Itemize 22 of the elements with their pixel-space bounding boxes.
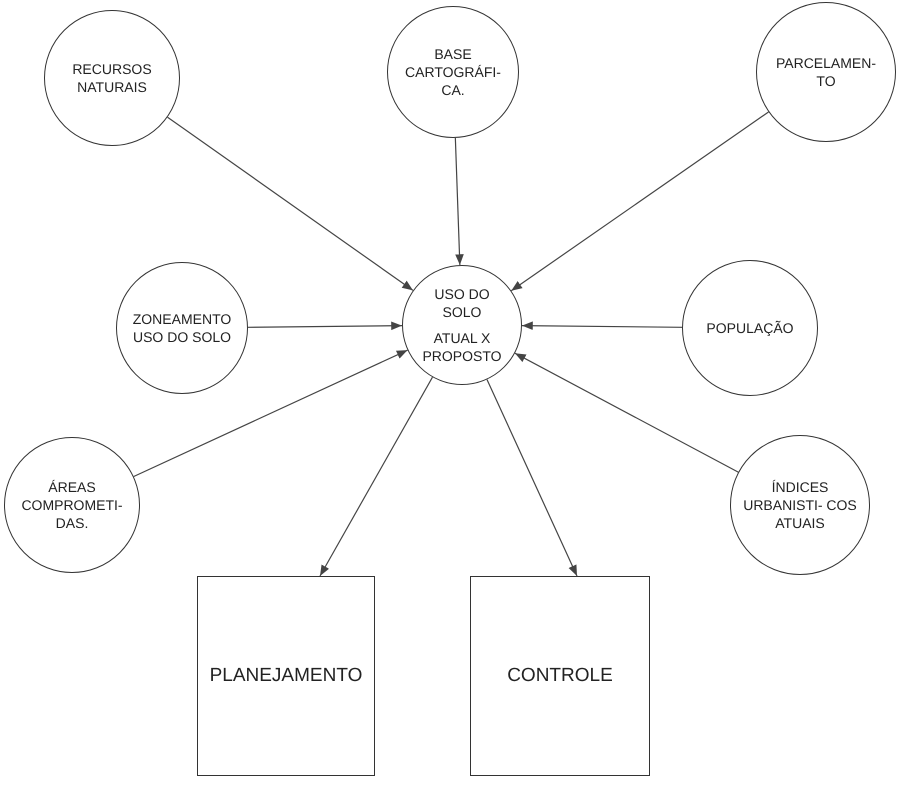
node-label: ÁREAS COMPROMETI- DAS. — [20, 478, 124, 532]
node-label: USO DO SOLO — [433, 284, 491, 321]
arrow — [522, 321, 682, 330]
arrow — [486, 379, 578, 576]
arrow — [248, 321, 402, 330]
node-label: POPULAÇÃO — [706, 318, 794, 338]
arrow — [454, 138, 464, 266]
node-label: PLANEJAMENTO — [210, 664, 362, 688]
node-label: CONTROLE — [507, 664, 613, 688]
arrow — [510, 111, 769, 292]
node-label: RECURSOS NATURAIS — [71, 60, 153, 96]
rectangle-node — [470, 576, 650, 776]
rectangle-node — [197, 576, 375, 776]
node-label: ZONEAMENTO USO DO SOLO — [132, 310, 232, 346]
arrow — [133, 350, 408, 478]
arrow — [319, 376, 433, 576]
node-label: BASE CARTOGRÁFI- CA. — [404, 44, 502, 100]
node-label: ÍNDICES URBANISTI- COS ATUAIS — [743, 478, 857, 532]
arrow — [514, 352, 738, 473]
arrow — [167, 116, 414, 291]
node-label: PARCELAMEN- TO — [774, 54, 878, 90]
node-label: ATUAL X PROPOSTO — [421, 329, 503, 366]
